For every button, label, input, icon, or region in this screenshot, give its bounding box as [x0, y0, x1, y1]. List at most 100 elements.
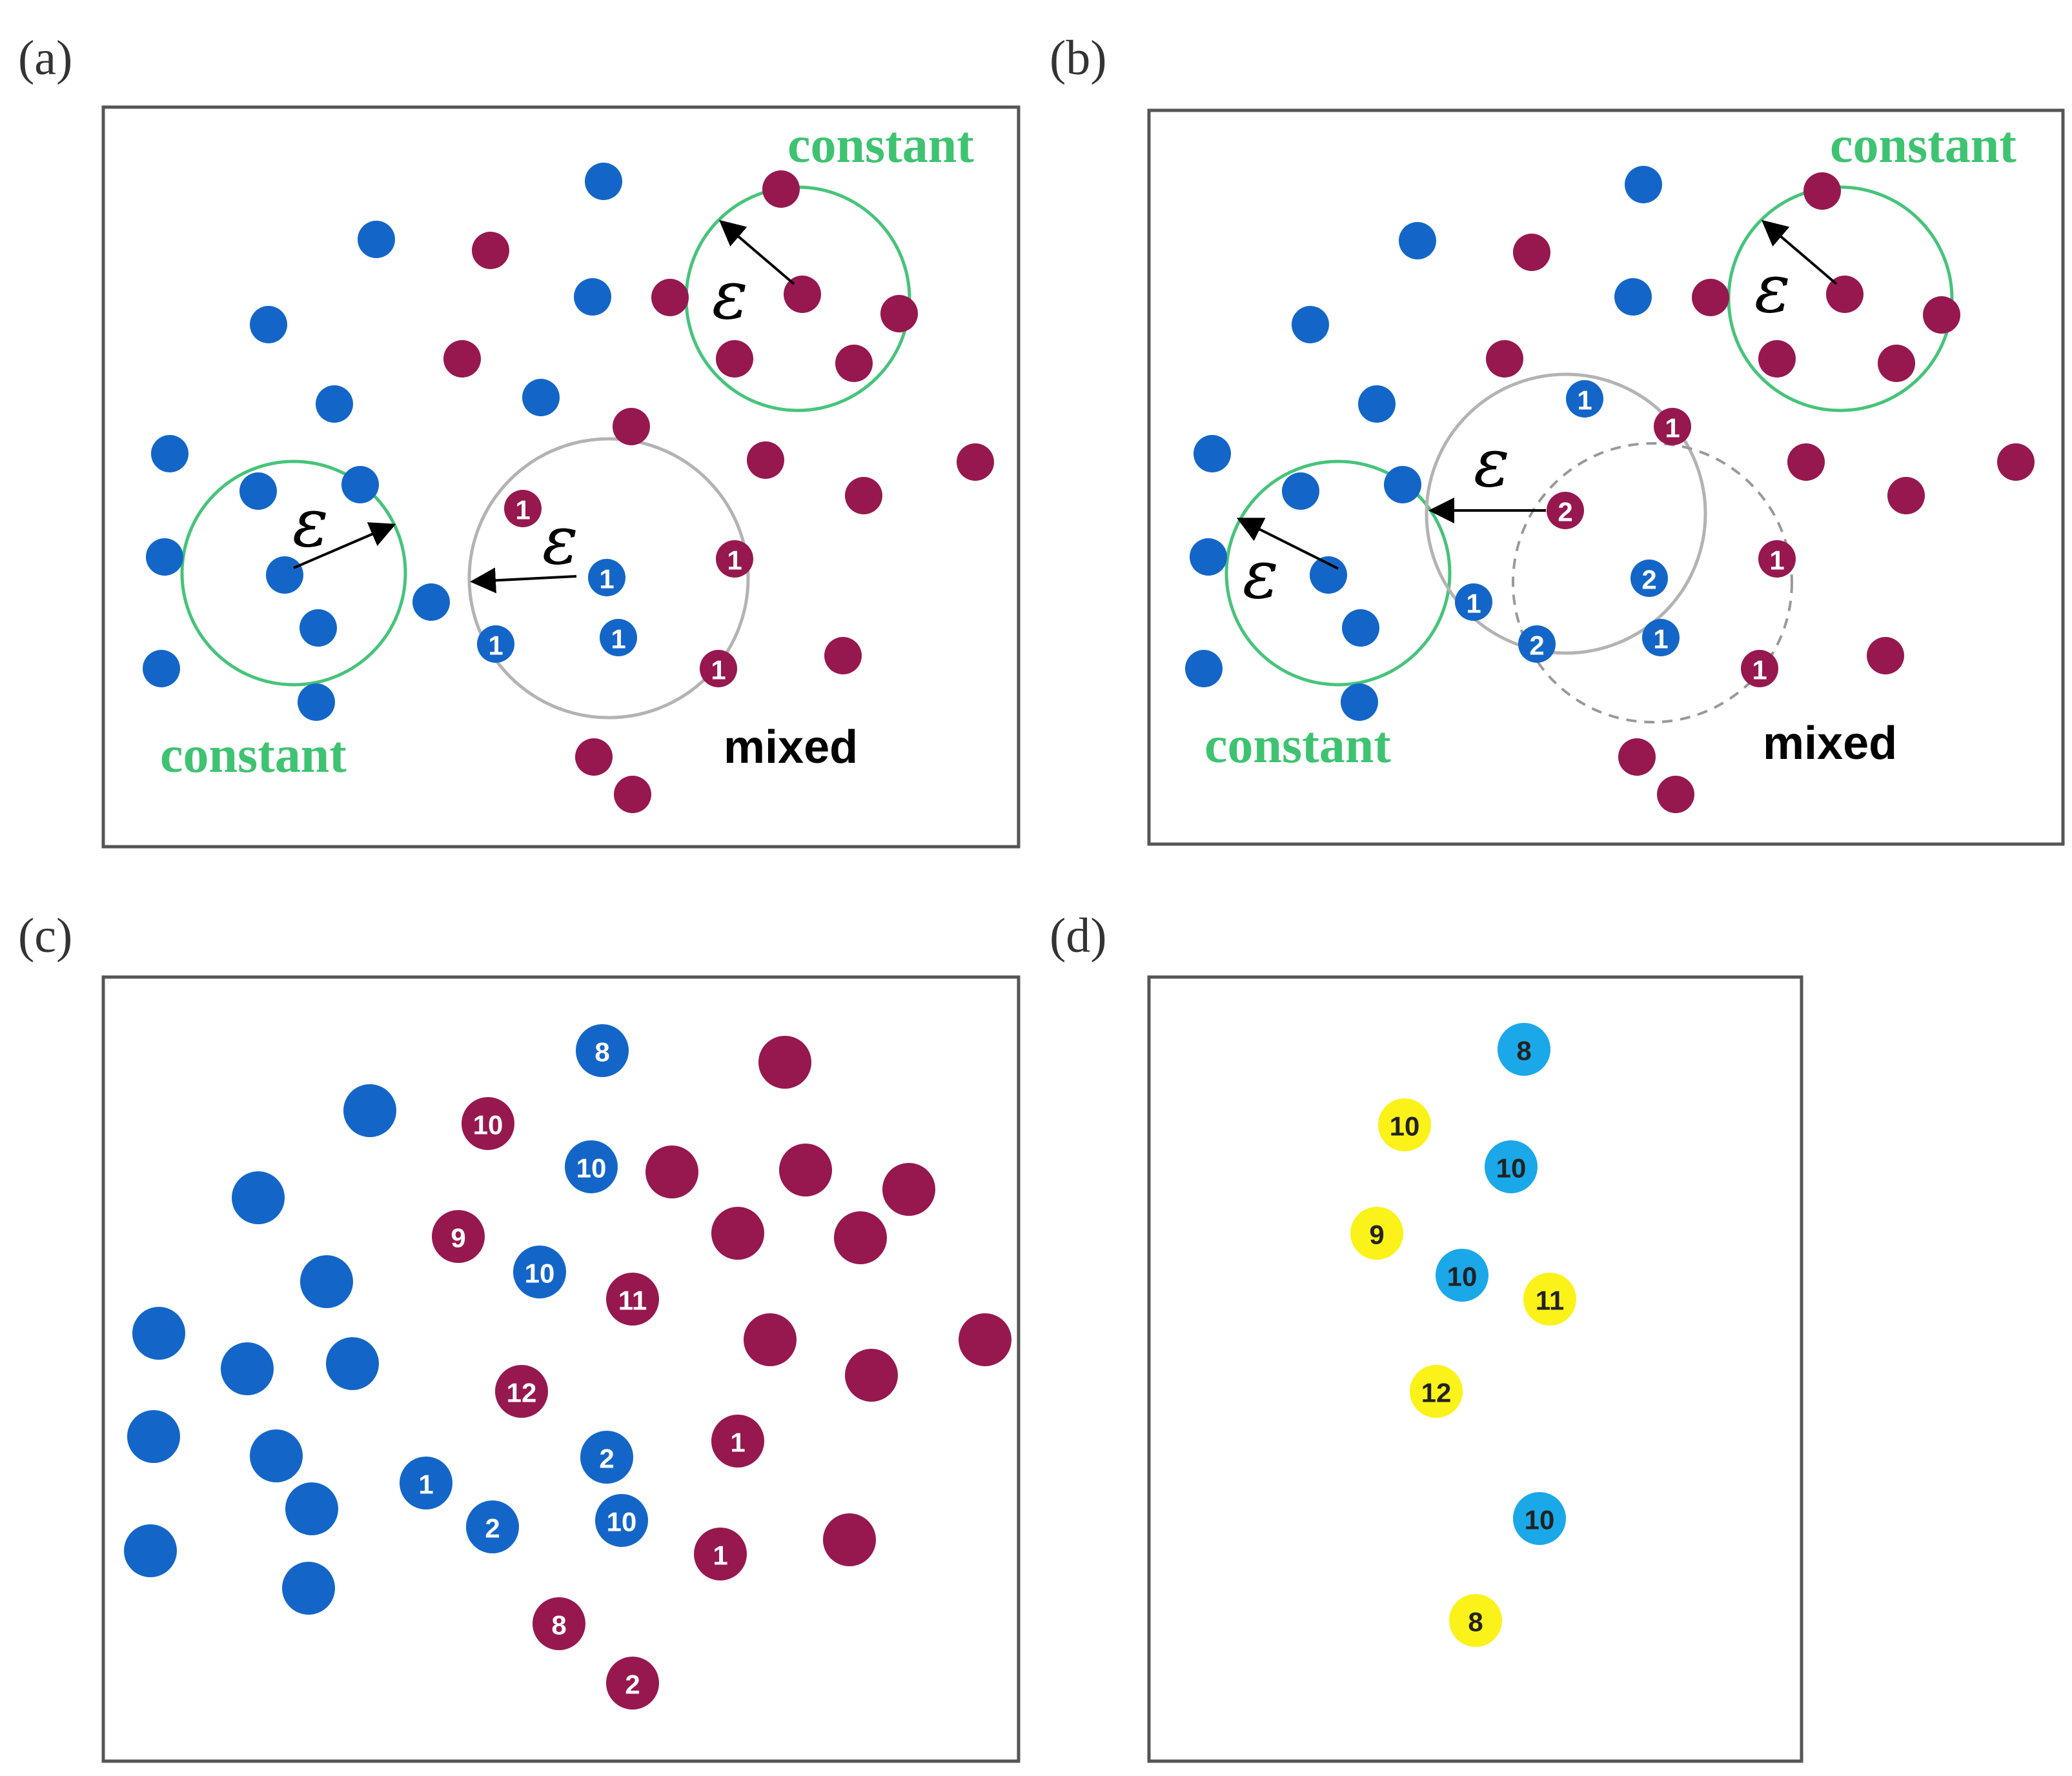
panel-c-point	[834, 1211, 887, 1264]
panel-a-point	[143, 650, 180, 687]
point-marker	[845, 477, 882, 514]
point-marker	[1193, 435, 1231, 472]
panel-b-point	[1923, 296, 1960, 334]
point-marker	[151, 435, 188, 472]
point-marker	[606, 1657, 659, 1710]
panel-c-point	[232, 1171, 285, 1224]
panel-c-point	[959, 1313, 1011, 1366]
panel-a-point	[585, 163, 622, 200]
panel-c-point	[285, 1482, 338, 1535]
point-number-label: 10	[1447, 1262, 1478, 1292]
panel-a-radius-arrow-left	[293, 522, 396, 569]
panel-a-point	[880, 295, 918, 332]
panel-a-point	[522, 379, 560, 416]
point-number-label: 1	[418, 1469, 433, 1500]
panel-a-point	[250, 306, 287, 343]
point-number-label: 12	[507, 1378, 537, 1408]
point-marker	[1878, 345, 1915, 382]
point-marker	[513, 1246, 566, 1298]
point-marker	[1758, 540, 1796, 578]
point-number-label: 2	[1641, 565, 1656, 595]
panel-a-point	[824, 637, 862, 674]
panel-b-numbered-point: 1	[1566, 380, 1603, 418]
panel-b-point	[1692, 279, 1729, 316]
panel-c-numbered-point: 8	[576, 1024, 629, 1077]
point-marker	[1547, 492, 1584, 529]
panel-a-point	[412, 583, 450, 621]
panel-d-numbered-point: 8	[1449, 1594, 1502, 1647]
point-marker	[343, 1084, 396, 1137]
point-marker	[1741, 650, 1778, 687]
point-marker	[285, 1482, 338, 1535]
point-marker	[1384, 466, 1421, 503]
panel-b-shifted-circle-dashed	[1512, 442, 1793, 723]
panel-c-point	[744, 1313, 797, 1366]
panel-c-numbered-point: 10	[565, 1140, 618, 1193]
point-marker	[432, 1210, 485, 1263]
panel-a-point	[266, 556, 303, 594]
point-marker	[711, 1207, 764, 1260]
panel-a-constant-label-top: constant	[787, 117, 974, 174]
point-marker	[1692, 279, 1729, 316]
point-marker	[266, 556, 303, 594]
panel-b-point	[1826, 276, 1864, 313]
point-marker	[882, 1163, 935, 1216]
panel-c-point	[779, 1144, 832, 1196]
panel-c-numbered-point: 10	[462, 1097, 514, 1150]
panel-b-point	[1342, 609, 1379, 647]
panel-a-numbered-point: 1	[588, 559, 625, 596]
panel-a-radius-arrow-right	[718, 219, 795, 285]
panel-a-point	[957, 443, 994, 481]
point-marker	[700, 650, 737, 687]
panel-d-numbered-point: 10	[1485, 1140, 1538, 1193]
point-number-label: 9	[1369, 1220, 1384, 1250]
panel-c-point	[758, 1036, 811, 1089]
panel-b-point	[1358, 385, 1396, 423]
point-marker	[779, 1144, 832, 1196]
point-marker	[588, 559, 625, 596]
point-marker	[574, 278, 611, 316]
point-marker	[412, 583, 450, 621]
point-marker	[1523, 1273, 1576, 1326]
point-number-label: 1	[730, 1428, 745, 1458]
point-number-label: 1	[727, 545, 742, 576]
panel-b-point	[1657, 776, 1694, 813]
panel-c-numbered-point: 12	[495, 1365, 548, 1418]
panel-c-point	[845, 1349, 898, 1402]
panel-b-point	[1803, 172, 1841, 210]
panel-c-numbered-point: 8	[533, 1597, 585, 1650]
point-marker	[959, 1313, 1011, 1366]
point-marker	[132, 1307, 185, 1360]
panel-d-frame	[1147, 975, 1803, 1763]
point-number-label: 1	[1653, 624, 1668, 654]
point-number-label: 1	[1466, 589, 1481, 619]
point-number-label: 2	[625, 1670, 640, 1700]
panel-b-point	[1341, 683, 1378, 721]
panel-a-numbered-point: 1	[700, 650, 737, 687]
point-marker	[880, 295, 918, 332]
point-marker	[784, 276, 821, 313]
point-number-label: 10	[576, 1153, 607, 1184]
point-marker	[1642, 619, 1680, 656]
point-marker	[124, 1524, 177, 1577]
panel-b-mixed-circle	[1425, 372, 1707, 655]
point-marker	[744, 1313, 797, 1366]
panel-b-label: (b)	[1050, 31, 1107, 85]
panel-a-point	[574, 278, 611, 316]
panel-a-point	[300, 609, 337, 647]
point-marker	[645, 1145, 698, 1198]
panel-d-numbered-point: 8	[1498, 1023, 1550, 1076]
point-marker	[600, 619, 637, 656]
panel-c-numbered-point: 10	[513, 1246, 566, 1298]
panel-a-point	[747, 441, 784, 479]
point-marker	[146, 538, 183, 576]
panel-c-point	[132, 1307, 185, 1360]
point-marker	[694, 1528, 747, 1580]
panel-c-label: (c)	[18, 909, 72, 963]
point-marker	[1803, 172, 1841, 210]
point-marker	[1498, 1023, 1550, 1076]
point-marker	[533, 1597, 585, 1650]
panel-a-numbered-point: 1	[716, 540, 753, 578]
panel-b-point	[1618, 738, 1656, 776]
